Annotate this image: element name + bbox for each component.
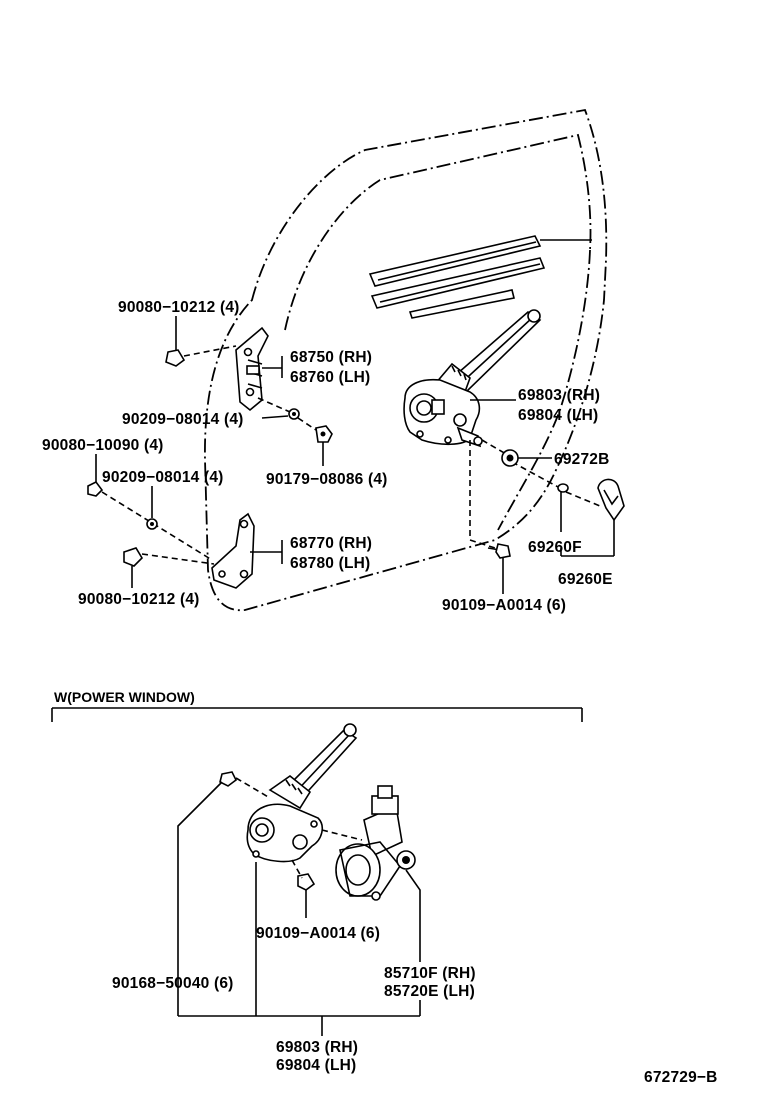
spacer-69272b <box>501 449 552 467</box>
washer-lower <box>146 486 158 530</box>
nut <box>297 417 333 466</box>
handle-69260e <box>560 478 625 557</box>
label-hinge-upper-lh: 68760 (LH) <box>290 369 370 386</box>
label-pw-regulator-lh: 69804 (LH) <box>276 1057 356 1074</box>
label-washer-lower: 90209−08014 (4) <box>102 469 224 486</box>
pw-leaders <box>178 862 421 1036</box>
label-bolt-upper: 90080−10212 (4) <box>118 299 240 316</box>
hinge-lower <box>211 512 283 589</box>
label-washer-upper: 90209−08014 (4) <box>122 411 244 428</box>
bolt-regulator <box>487 543 511 594</box>
window-regulator-power <box>246 723 358 863</box>
door-outline <box>204 108 608 612</box>
power-window-bracket <box>51 707 583 722</box>
label-motor-lh: 85720E (LH) <box>384 983 475 1000</box>
bolt-lower <box>123 547 215 588</box>
label-69272b: 69272B <box>554 451 610 468</box>
label-regulator-lh: 69804 (LH) <box>518 407 598 424</box>
label-hinge-upper-rh: 68750 (RH) <box>290 349 372 366</box>
regulator-guides <box>469 439 601 549</box>
pw-bolt <box>291 859 316 918</box>
label-power-window: W(POWER WINDOW) <box>54 689 195 705</box>
bolt-upper <box>165 316 237 367</box>
label-bolt-lower: 90080−10212 (4) <box>78 591 200 608</box>
label-69260e: 69260E <box>558 571 613 588</box>
glass-run-channel <box>368 235 592 319</box>
label-nut: 90179−08086 (4) <box>266 471 388 488</box>
window-regulator-manual <box>403 309 542 448</box>
label-regulator-rh: 69803 (RH) <box>518 387 600 404</box>
washer-upper <box>257 397 300 420</box>
label-motor-rh: 85710F (RH) <box>384 965 476 982</box>
label-pw-regulator-rh: 69803 (RH) <box>276 1039 358 1056</box>
pw-screw <box>177 771 271 1016</box>
clip-69260f <box>557 483 569 532</box>
label-hinge-lower-rh: 68770 (RH) <box>290 535 372 552</box>
label-bolt-left: 90080−10090 (4) <box>42 437 164 454</box>
hinge-upper <box>235 326 283 412</box>
label-69260f: 69260F <box>528 539 582 556</box>
figure-code: 672729−B <box>644 1069 718 1086</box>
label-hinge-lower-lh: 68780 (LH) <box>290 555 370 572</box>
label-pw-bolt: 90109−A0014 (6) <box>256 925 380 942</box>
label-pw-screw: 90168−50040 (6) <box>112 975 234 992</box>
label-bolt-regulator: 90109−A0014 (6) <box>442 597 566 614</box>
callout-labels: 90080−10212 (4) 68750 (RH) 68760 (LH) 90… <box>42 299 718 1086</box>
window-motor <box>321 785 416 901</box>
